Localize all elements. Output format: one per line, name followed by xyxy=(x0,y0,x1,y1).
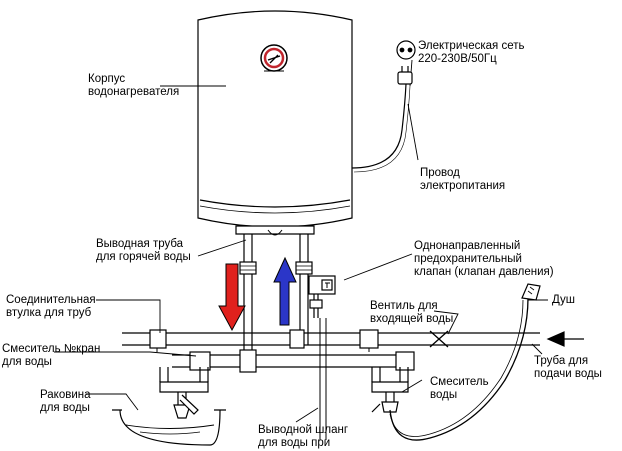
label-hot-outlet: Выводная труба для горячей воды xyxy=(96,238,191,263)
check-valve xyxy=(308,275,336,318)
label-inlet-valve: Вентиль для входящей воды xyxy=(370,300,454,325)
power-plug-icon xyxy=(397,66,413,85)
leader-lines xyxy=(54,59,548,423)
right-mixer xyxy=(371,367,409,413)
water-heater-tank xyxy=(197,10,353,228)
thermometer-gauge-icon xyxy=(260,44,288,72)
power-cable xyxy=(351,83,407,169)
label-shower: Душ xyxy=(552,294,576,306)
label-check-valve: Однонаправленный предохранительный клапа… xyxy=(414,240,554,278)
label-tank-body: Корпус водонагревателя xyxy=(88,73,180,98)
label-connector: Соединительная втулка для труб xyxy=(6,294,96,319)
label-mixer-tap: Смеситель №кран для воды xyxy=(2,343,101,368)
label-mixer: Смеситель воды xyxy=(430,376,489,401)
drain-hose xyxy=(319,318,327,440)
label-sink: Раковина для воды xyxy=(40,389,91,414)
left-mixer-tap xyxy=(159,367,209,419)
shower-head-icon xyxy=(521,283,541,301)
label-supply-pipe: Труба для подачи воды xyxy=(534,355,602,380)
upper-pipe xyxy=(122,332,540,346)
label-power-grid: Электрическая сеть 220-230В/50Гц xyxy=(418,40,525,65)
label-power-cable: Провод электропитания xyxy=(420,167,506,192)
pipe-connector xyxy=(149,329,415,373)
hot-water-arrow-icon xyxy=(218,263,246,332)
sink-basin xyxy=(112,409,226,446)
inlet-valve xyxy=(429,330,449,348)
shower-hose xyxy=(389,297,529,441)
label-drain-hose: Выводной шланг для воды при xyxy=(258,424,349,449)
supply-arrow-icon xyxy=(546,331,584,347)
cold-water-arrow-icon xyxy=(273,256,297,326)
hot-outlet-pipe xyxy=(243,234,253,352)
power-socket-icon xyxy=(396,40,416,60)
cold-inlet-pipe xyxy=(299,234,309,345)
